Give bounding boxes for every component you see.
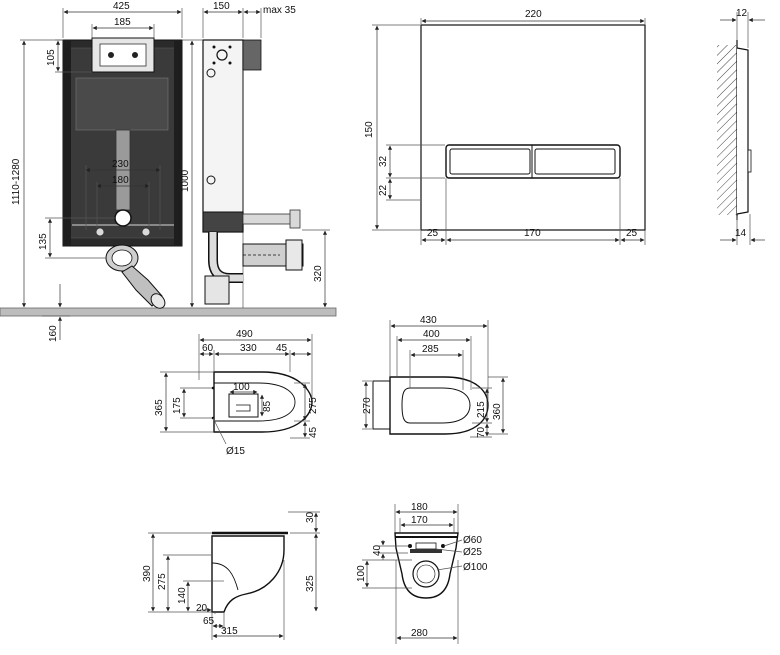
dim-bracket-width: 185 [114, 17, 131, 28]
dim-bowl-total-height: 390 [142, 565, 153, 582]
dim-bowl-hole-diameter: Ø15 [226, 446, 245, 457]
dim-frame-height: 1000 [180, 169, 191, 192]
dim-bowl-opening-width: 100 [233, 382, 250, 393]
flush-plate [420, 24, 646, 231]
dim-seat-thickness: 30 [305, 511, 316, 523]
dim-back-height: 100 [356, 565, 367, 582]
dim-margin-right: 25 [626, 228, 638, 239]
dim-outlet-height: 135 [38, 233, 49, 250]
dim-bowl-inner-height: 275 [157, 573, 168, 590]
dim-pipe-spacing-inner: 180 [112, 175, 129, 186]
dim-bowl-side-height: 325 [305, 575, 316, 592]
dim-seat-width-left: 270 [362, 397, 373, 414]
dim-seat-width-right: 360 [492, 403, 503, 420]
bowl-side-view: 30 325 390 275 140 20 65 315 [142, 511, 320, 640]
bowl-top-view: 490 60 330 45 365 175 100 85 275 45 [154, 329, 319, 457]
dim-back-d-outlet: Ø100 [463, 562, 488, 573]
dim-margin-left: 25 [427, 228, 439, 239]
dim-seat-opening-length: 285 [422, 344, 439, 355]
dim-button-bottom: 22 [378, 184, 389, 196]
dim-bowl-outlet-length: 65 [203, 616, 215, 627]
dim-height-range: 1110-1280 [11, 158, 22, 205]
dim-seat-front-gap: 70 [476, 426, 487, 438]
flush-plate-side: 12 14 [717, 8, 765, 245]
seat-top-view: 430 400 285 270 215 360 70 [362, 315, 508, 438]
dim-bowl-length: 490 [236, 329, 253, 340]
dim-side-outlet-height: 320 [313, 265, 324, 282]
dim-bowl-offset-left: 60 [202, 343, 214, 354]
dim-bowl-opening-height: 85 [262, 400, 273, 412]
dim-back-d-small: Ø25 [463, 547, 482, 558]
dim-bowl-outlet-offset: 20 [196, 603, 208, 614]
dim-bowl-width-outer: 365 [154, 399, 165, 416]
flush-buttons [445, 144, 621, 179]
dim-floor-depth: 160 [48, 325, 59, 342]
dim-plate-thickness-top: 12 [736, 8, 748, 19]
flush-plate-front: 220 150 32 22 25 170 25 [364, 9, 646, 245]
dim-bowl-width-inner: 175 [172, 397, 183, 414]
dim-bowl-offset-right: 45 [276, 343, 288, 354]
dim-plate-thickness-bottom: 14 [735, 228, 747, 239]
bowl-back-view: 180 170 Ø60 Ø25 Ø100 40 100 280 [356, 502, 488, 644]
dim-back-d-large: Ø60 [463, 535, 482, 546]
dim-back-width-top: 180 [411, 502, 428, 513]
dim-bowl-front-width: 275 [308, 397, 319, 414]
dim-plate-height: 150 [364, 121, 375, 138]
dim-plate-width: 220 [525, 9, 542, 20]
dim-seat-width-mid: 215 [476, 401, 487, 418]
dim-back-width-bottom: 280 [411, 628, 428, 639]
dim-bowl-outlet-height: 140 [177, 587, 188, 604]
bowl-side-outline [211, 535, 285, 613]
dim-bowl-front-tip: 45 [308, 426, 319, 438]
plate-side-profile [736, 47, 749, 215]
dim-back-spacing: 40 [372, 544, 383, 556]
dim-frame-width: 425 [113, 1, 130, 12]
dim-bowl-hole-to-front: 330 [240, 343, 257, 354]
dim-top-height: 105 [46, 49, 57, 66]
seat-outline [389, 376, 489, 435]
dim-back-width-inner: 170 [411, 515, 428, 526]
dim-button-width: 170 [524, 228, 541, 239]
frame-side-view: 150 max 35 1000 320 [180, 1, 330, 308]
floor-line [0, 307, 337, 317]
dim-bowl-side-length: 315 [221, 626, 238, 637]
dim-max-offset: max 35 [263, 5, 296, 16]
dim-button-height: 32 [378, 155, 389, 167]
dim-frame-depth: 150 [213, 1, 230, 12]
dim-pipe-spacing-outer: 230 [112, 159, 129, 170]
dim-seat-inner-length: 400 [423, 329, 440, 340]
frame-front-view: 425 185 105 1110-1280 230 180 135 160 [0, 1, 337, 342]
frame-side-body [202, 39, 244, 233]
dim-seat-length: 430 [420, 315, 437, 326]
